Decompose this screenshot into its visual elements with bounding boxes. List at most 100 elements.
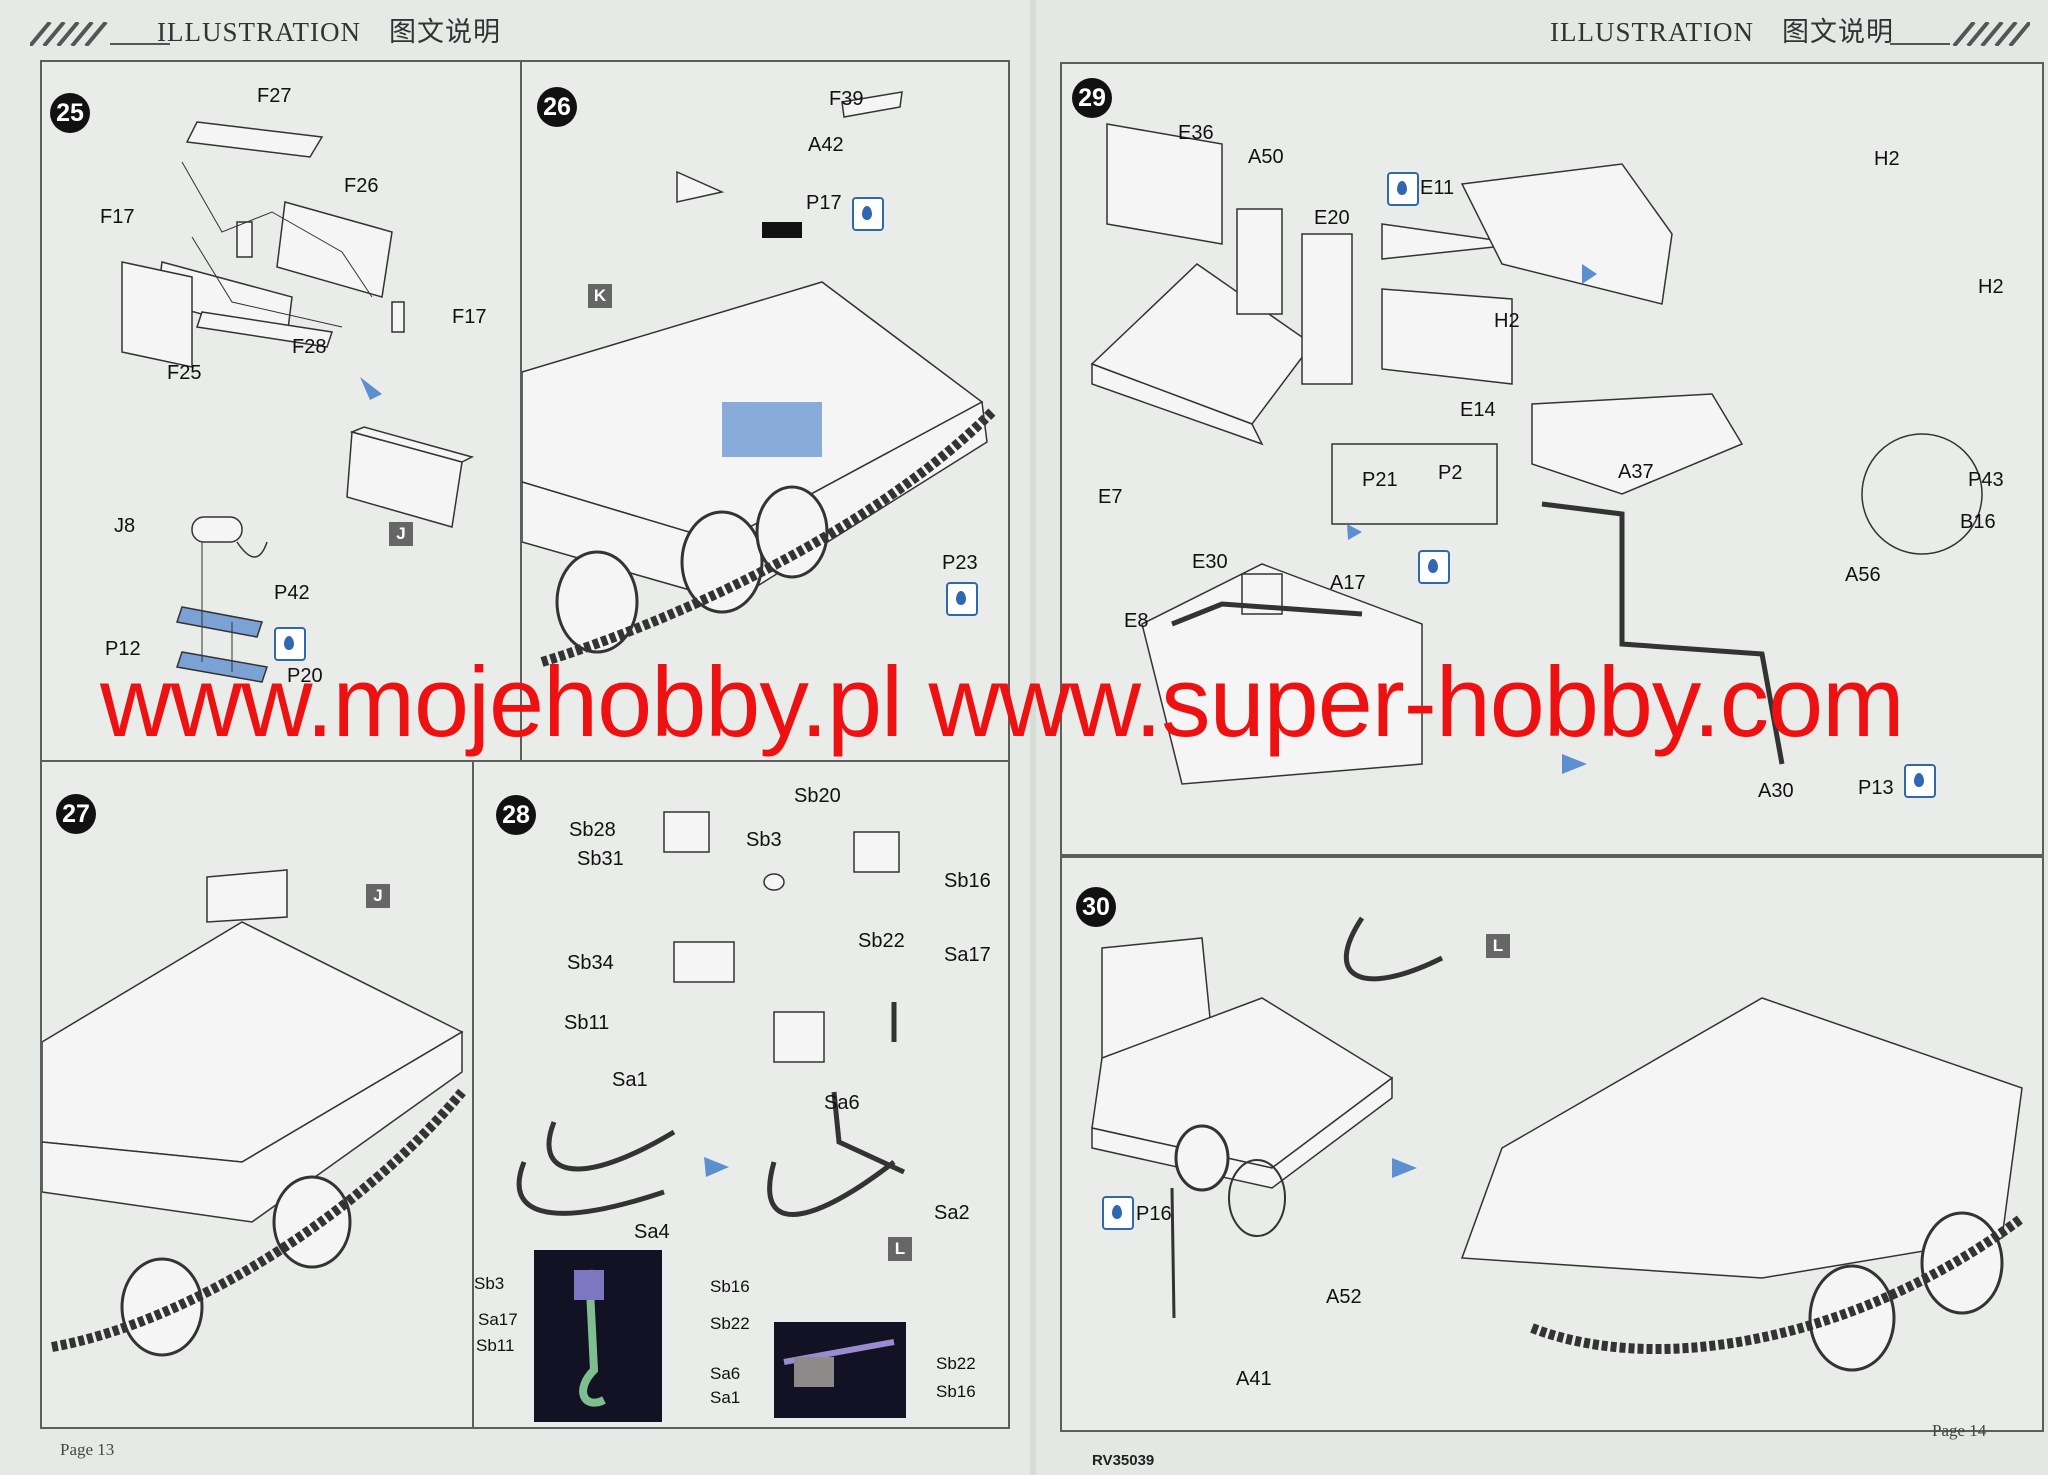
part-label-sb3: Sb3 xyxy=(746,829,782,851)
part-label-p17: P17 xyxy=(806,192,842,214)
right-page: ILLUSTRATION 图文说明 xyxy=(1036,0,2048,1475)
part-label-a56: A56 xyxy=(1845,564,1881,586)
paint-icon xyxy=(946,582,978,616)
watermark-text: www.mojehobby.pl www.super-hobby.com xyxy=(100,646,1905,757)
part-label-h2-a: H2 xyxy=(1874,148,1900,170)
subassembly-tag-j: J xyxy=(389,522,413,546)
right-page-footer: Page 14 xyxy=(1932,1421,1986,1441)
step-25-panel: 25 F27 F26 F17 F17 F28 F25 J J8 P42 P12 … xyxy=(40,60,524,764)
left-page: ILLUSTRATION 图文说明 xyxy=(0,0,1030,1475)
header-stripes-right xyxy=(1890,22,2030,46)
step-30-drawing xyxy=(1091,916,2025,1372)
page-number: 14 xyxy=(1969,1421,1987,1440)
step-27-panel: 27 J xyxy=(40,760,476,1429)
paint-icon xyxy=(1387,172,1419,206)
part-label-sb22: Sb22 xyxy=(858,930,905,952)
step-number-27: 27 xyxy=(56,794,96,834)
photo-label-sa17: Sa17 xyxy=(478,1310,518,1329)
part-label-f25: F25 xyxy=(167,362,202,384)
page-header-right: ILLUSTRATION 图文说明 xyxy=(1550,10,1894,49)
part-label-sb16: Sb16 xyxy=(944,870,991,892)
part-label-p13: P13 xyxy=(1858,777,1894,799)
part-label-sa17: Sa17 xyxy=(944,944,991,966)
part-label-f39: F39 xyxy=(829,88,864,110)
part-label-p42: P42 xyxy=(274,582,310,604)
paint-icon xyxy=(1904,764,1936,798)
page-header-left: ILLUSTRATION 图文说明 xyxy=(157,10,501,49)
reference-photo-2 xyxy=(774,1322,906,1418)
part-label-sb31: Sb31 xyxy=(577,848,624,870)
step-28-panel: 28 Sb28 Sb31 Sb34 Sb20 Sb3 Sb16 Sb22 Sa1… xyxy=(472,760,1010,1429)
step-26-drawing xyxy=(522,91,996,667)
step-29-drawing xyxy=(1090,123,1983,785)
reference-photo-1 xyxy=(534,1250,662,1422)
step-number-28: 28 xyxy=(496,795,536,835)
part-label-a52: A52 xyxy=(1326,1286,1362,1308)
part-label-a30: A30 xyxy=(1758,780,1794,802)
photo-label-sb3: Sb3 xyxy=(474,1274,505,1293)
page-word: Page xyxy=(60,1440,94,1459)
part-label-sb28: Sb28 xyxy=(569,819,616,841)
paint-icon xyxy=(274,627,306,661)
subassembly-tag-j: J xyxy=(366,884,390,908)
part-label-p2: P2 xyxy=(1438,462,1463,484)
subassembly-tag-l: L xyxy=(888,1237,912,1261)
step-number-26: 26 xyxy=(537,87,577,127)
part-label-f26: F26 xyxy=(344,175,379,197)
part-label-sa1: Sa1 xyxy=(612,1069,648,1091)
photo-label-sa1: Sa1 xyxy=(710,1388,741,1407)
part-label-f27: F27 xyxy=(257,85,292,107)
part-label-sb20: Sb20 xyxy=(794,785,841,807)
photo-label-sb16: Sb16 xyxy=(710,1277,750,1296)
part-label-e8: E8 xyxy=(1124,610,1149,632)
photo-label-sa6: Sa6 xyxy=(710,1364,741,1383)
part-label-f17-a: F17 xyxy=(100,206,135,228)
paint-icon xyxy=(852,197,884,231)
part-label-a17: A17 xyxy=(1330,572,1366,594)
photo-label-sb22-b: Sb22 xyxy=(936,1354,976,1373)
header-cn-title: 图文说明 xyxy=(1781,17,1894,47)
header-stripes-left xyxy=(30,22,170,46)
subassembly-tag-l: L xyxy=(1486,934,1510,958)
part-label-e7: E7 xyxy=(1098,486,1123,508)
step-29-panel: 29 E36 A50 E11 E20 H2 H2 H2 E14 E7 P21 P… xyxy=(1060,62,2044,856)
photo-label-sb16-b: Sb16 xyxy=(936,1382,976,1401)
page-word: Page xyxy=(1932,1421,1966,1440)
part-label-e14: E14 xyxy=(1460,399,1496,421)
step-number-29: 29 xyxy=(1072,78,1112,118)
part-label-sa2: Sa2 xyxy=(934,1202,970,1224)
part-label-e36: E36 xyxy=(1178,122,1214,144)
part-label-f28: F28 xyxy=(292,336,327,358)
step-30-panel: 30 L P16 A52 A41 xyxy=(1060,856,2044,1432)
paint-icon xyxy=(1102,1196,1134,1230)
part-label-e30: E30 xyxy=(1192,551,1228,573)
part-label-a37: A37 xyxy=(1618,461,1654,483)
part-label-sb34: Sb34 xyxy=(567,952,614,974)
part-label-e11: E11 xyxy=(1420,177,1455,199)
subassembly-tag-k: K xyxy=(588,284,612,308)
part-label-p21: P21 xyxy=(1362,469,1398,491)
paint-icon xyxy=(1418,550,1450,584)
part-label-sa6: Sa6 xyxy=(824,1092,860,1114)
header-title: ILLUSTRATION xyxy=(157,17,361,47)
step-27-drawing xyxy=(42,869,466,1357)
page-number: 13 xyxy=(97,1440,115,1459)
header-title: ILLUSTRATION xyxy=(1550,17,1754,47)
step-28-drawing xyxy=(516,811,906,1217)
part-label-a42: A42 xyxy=(808,134,844,156)
photo-label-sb22: Sb22 xyxy=(710,1314,750,1333)
part-label-j8: J8 xyxy=(114,515,136,537)
step-26-panel: 26 F39 A42 P17 K P23 xyxy=(520,60,1010,764)
part-label-sb11: Sb11 xyxy=(564,1012,610,1034)
part-label-f17-b: F17 xyxy=(452,306,487,328)
part-label-b16: B16 xyxy=(1960,511,1996,533)
part-label-p23: P23 xyxy=(942,552,978,574)
part-label-sa4: Sa4 xyxy=(634,1221,670,1243)
header-cn-title: 图文说明 xyxy=(388,17,501,47)
step-25-drawing xyxy=(121,121,475,683)
part-label-h2-c: H2 xyxy=(1978,276,2004,298)
left-page-footer: Page 13 xyxy=(60,1440,114,1460)
part-label-p20: P20 xyxy=(287,665,323,687)
part-label-a41: A41 xyxy=(1236,1368,1272,1390)
photo-label-sb11: Sb11 xyxy=(476,1336,515,1355)
